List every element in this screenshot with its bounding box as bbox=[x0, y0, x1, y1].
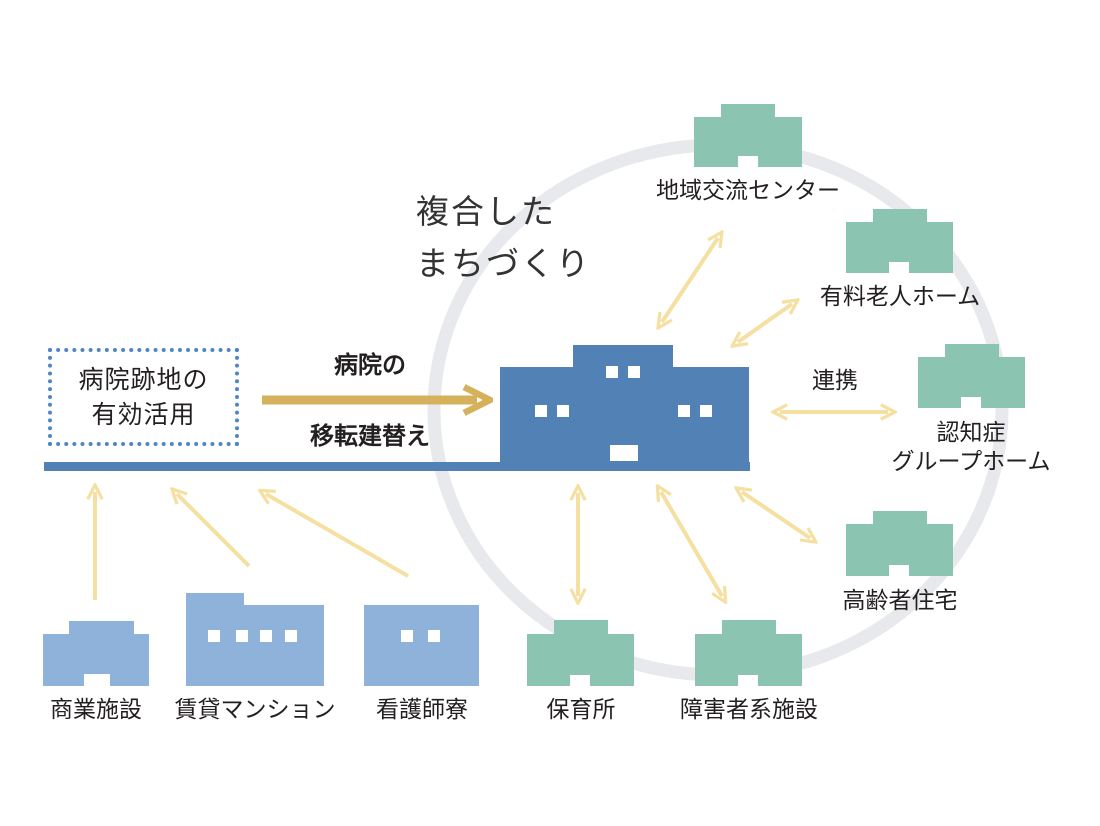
hospital-building-icon bbox=[500, 345, 749, 471]
nursing-home-label: 有料老人ホーム bbox=[819, 284, 981, 310]
elderly-housing-link-arrow bbox=[742, 492, 810, 538]
rental-arrow bbox=[177, 494, 251, 568]
elderly-housing-building-icon bbox=[846, 511, 953, 576]
community-center-building-icon bbox=[694, 104, 802, 167]
title-line-1: 複合した bbox=[416, 192, 556, 231]
elderly-housing-label: 高齢者住宅 bbox=[842, 588, 958, 614]
disability-facility-label: 障害者系施設 bbox=[680, 697, 818, 723]
link-arrows bbox=[578, 238, 888, 596]
title-line-2: まちづくり bbox=[416, 244, 591, 283]
vacant-site-box: 病院跡地の 有効活用 bbox=[48, 348, 239, 446]
link-label: 連携 bbox=[812, 368, 858, 394]
rental-label: 賃貸マンション bbox=[174, 697, 336, 723]
commercial-building-icon bbox=[43, 621, 149, 686]
nursing-home-building-icon bbox=[846, 209, 953, 273]
community-center-label: 地域交流センター bbox=[656, 178, 840, 204]
site-arrows bbox=[95, 492, 410, 600]
vacant-site-line-1: 病院跡地の bbox=[78, 365, 209, 394]
ground-line bbox=[44, 462, 750, 471]
rental-building-icon bbox=[186, 593, 324, 686]
group-home-label-1: 認知症 bbox=[936, 420, 1006, 446]
disability-facility-building-icon bbox=[695, 620, 802, 686]
daycare-building-icon bbox=[527, 620, 634, 686]
group-home-label-2: グループホーム bbox=[891, 449, 1051, 475]
relocation-label-2: 移転建替え bbox=[310, 422, 430, 450]
commercial-label: 商業施設 bbox=[50, 697, 142, 723]
nursing-home-link-arrow bbox=[738, 304, 792, 342]
vacant-site-line-2: 有効活用 bbox=[91, 400, 196, 429]
daycare-label: 保育所 bbox=[546, 697, 616, 723]
group-home-building-icon bbox=[918, 344, 1025, 408]
diagram-title: 複合した まちづくり bbox=[416, 186, 591, 290]
relocation-label-1: 病院の bbox=[334, 351, 406, 379]
disability-facility-link-arrow bbox=[661, 492, 722, 596]
dormitory-building-icon bbox=[364, 605, 479, 686]
dormitory-arrow bbox=[266, 494, 410, 578]
community-center-link-arrow bbox=[662, 238, 718, 322]
dormitory-label: 看護師寮 bbox=[376, 697, 468, 723]
